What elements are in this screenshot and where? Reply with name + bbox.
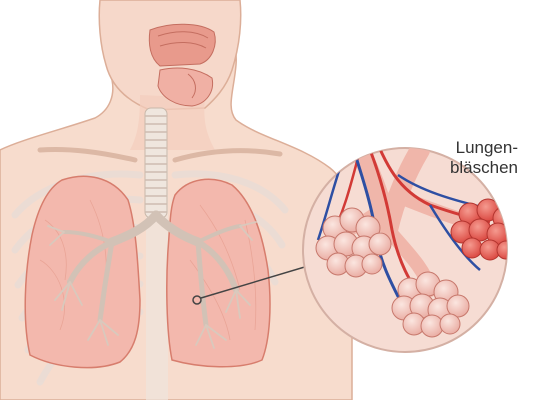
left-lung — [25, 176, 140, 367]
nasal-cavity — [149, 24, 215, 66]
alveoli-label: Lungen- bläschen — [408, 138, 518, 178]
trachea — [145, 108, 167, 218]
alveoli-label-line1: Lungen- — [408, 138, 518, 158]
alveoli-label-line2: bläschen — [408, 158, 518, 178]
